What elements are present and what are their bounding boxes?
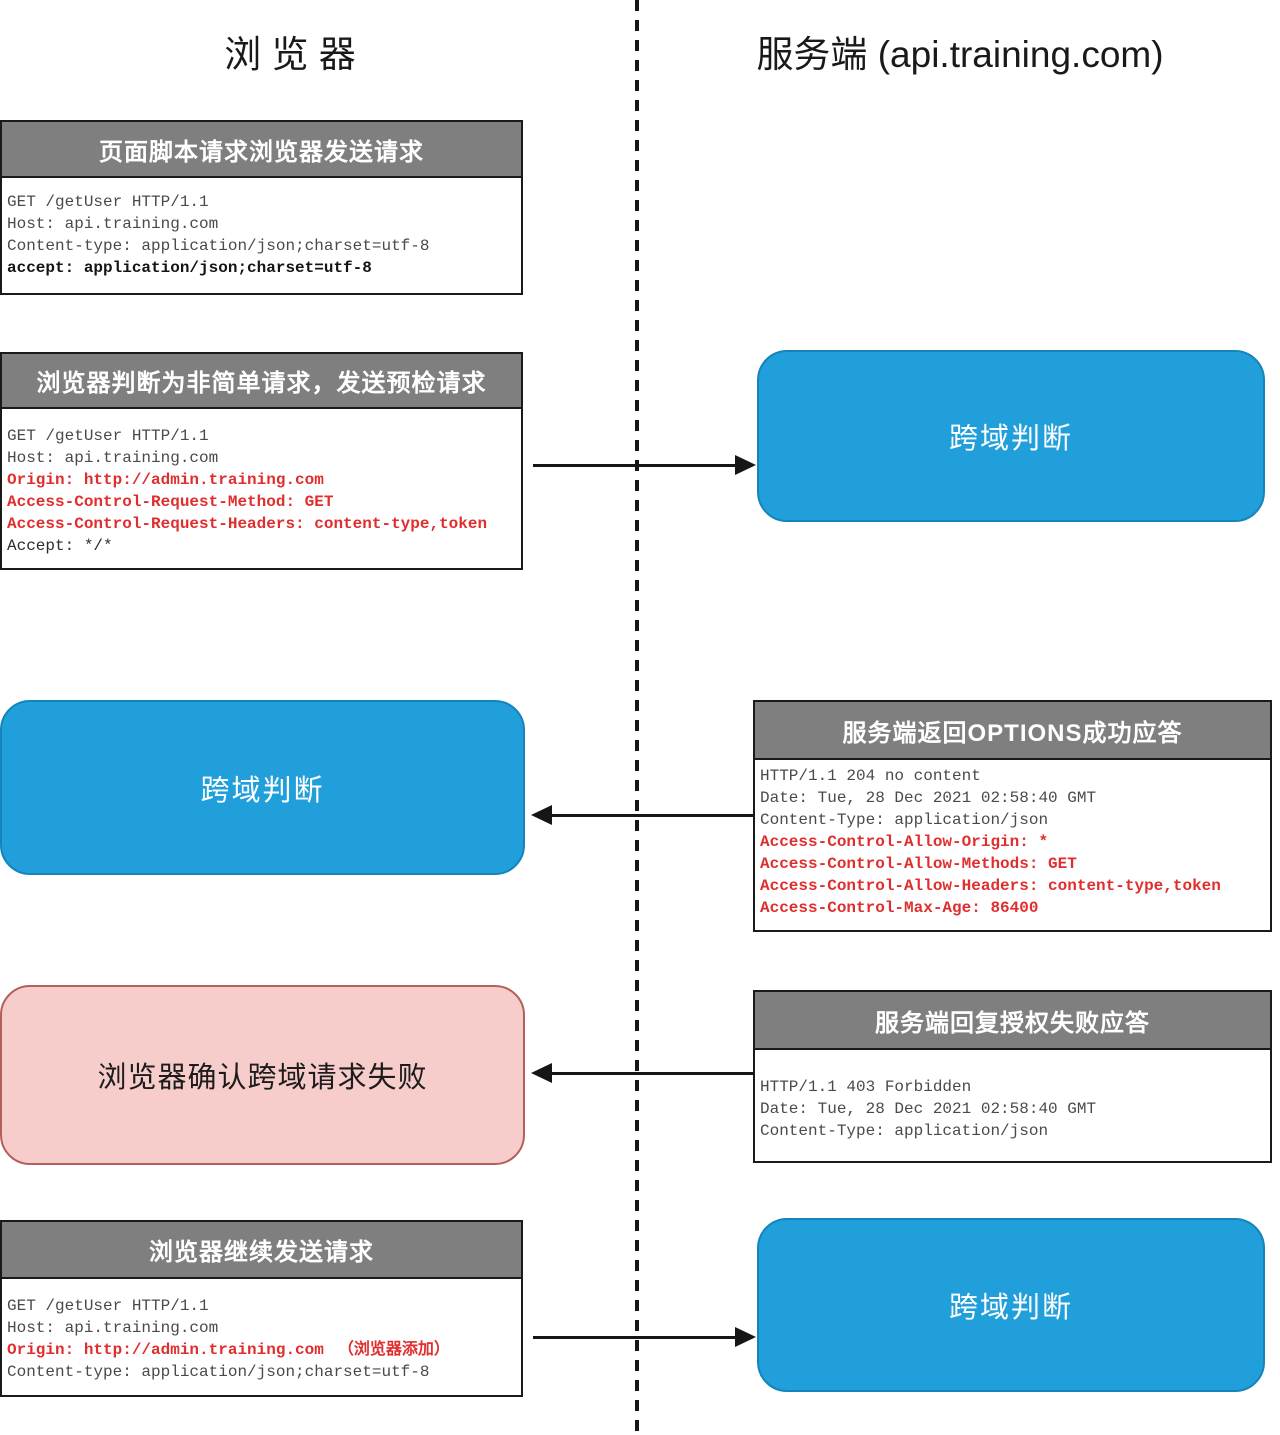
http-line: Accept: */*	[7, 537, 113, 555]
cross-domain-check-label: 跨域判断	[948, 1292, 1073, 1324]
box-header: 浏览器判断为非简单请求，发送预检请求	[2, 354, 521, 409]
http-line: Access-Control-Allow-Headers: content-ty…	[760, 877, 1221, 895]
http-line: Access-Control-Allow-Origin: *	[760, 833, 1049, 851]
cross-domain-check-label: 跨域判断	[200, 774, 325, 807]
message-box-continue-request: 浏览器继续发送请求 GET /getUser HTTP/1.1 Host: ap…	[0, 1220, 523, 1397]
http-line: GET /getUser HTTP/1.1	[7, 427, 209, 445]
box-title: 浏览器继续发送请求	[149, 1239, 374, 1266]
box-title: 服务端回复授权失败应答	[875, 1009, 1150, 1037]
http-line: Access-Control-Request-Headers: content-…	[7, 515, 488, 533]
http-line: Origin: http://admin.training.com	[7, 471, 324, 489]
browser-confirm-fail-label: 浏览器确认跨域请求失败	[97, 1062, 428, 1094]
browser-confirm-fail-box: 浏览器确认跨域请求失败	[0, 985, 525, 1165]
box-title: 服务端返回OPTIONS成功应答	[842, 719, 1183, 747]
arrow-preflight-to-server	[533, 464, 737, 467]
box-header: 服务端返回OPTIONS成功应答	[755, 702, 1270, 760]
http-line: HTTP/1.1 204 no content	[760, 767, 981, 785]
http-line: Host: api.training.com	[7, 1319, 219, 1337]
lifeline-divider	[635, 0, 639, 1435]
box-header: 服务端回复授权失败应答	[755, 992, 1270, 1050]
http-line: Content-Type: application/json	[760, 811, 1049, 829]
browser-cross-domain-check-box: 跨域判断	[0, 700, 525, 875]
arrow-continue-request-to-server	[533, 1336, 737, 1339]
message-box-forbidden-response: 服务端回复授权失败应答 HTTP/1.1 403 Forbidden Date:…	[753, 990, 1272, 1163]
http-line: Origin: http://admin.training.com（浏览器添加）	[7, 1341, 450, 1359]
message-box-preflight-request: 浏览器判断为非简单请求，发送预检请求 GET /getUser HTTP/1.1…	[0, 352, 523, 570]
http-line: Content-type: application/json;charset=u…	[7, 237, 430, 255]
http-line: GET /getUser HTTP/1.1	[7, 193, 209, 211]
message-box-options-response: 服务端返回OPTIONS成功应答 HTTP/1.1 204 no content…	[753, 700, 1272, 932]
arrow-forbidden-response-to-browser	[550, 1072, 753, 1075]
arrowhead-left-icon	[531, 1063, 552, 1083]
box-title: 页面脚本请求浏览器发送请求	[99, 138, 424, 166]
http-line: HTTP/1.1 403 Forbidden	[760, 1078, 972, 1096]
http-line: Content-Type: application/json	[760, 1122, 1049, 1140]
origin-added-note: （浏览器添加）	[337, 1341, 450, 1358]
message-box-page-script-request: 页面脚本请求浏览器发送请求 GET /getUser HTTP/1.1 Host…	[0, 120, 523, 295]
arrowhead-right-icon	[735, 455, 756, 475]
http-line: accept: application/json;charset=utf-8	[7, 259, 372, 277]
http-line: Access-Control-Max-Age: 86400	[760, 899, 1039, 917]
server-lane-title: 服务端 (api.training.com)	[756, 34, 1164, 75]
http-line: Host: api.training.com	[7, 449, 219, 467]
http-line: Access-Control-Request-Method: GET	[7, 493, 334, 511]
server-cross-domain-check-box-bottom: 跨域判断	[757, 1218, 1265, 1392]
box-header: 浏览器继续发送请求	[2, 1222, 521, 1279]
box-title: 浏览器判断为非简单请求，发送预检请求	[36, 370, 487, 397]
http-line: Host: api.training.com	[7, 215, 219, 233]
box-header: 页面脚本请求浏览器发送请求	[2, 122, 521, 178]
http-line: Access-Control-Allow-Methods: GET	[760, 855, 1077, 873]
browser-lane-title: 浏 览 器	[224, 34, 356, 75]
http-line: Content-type: application/json;charset=u…	[7, 1363, 430, 1381]
http-line: Date: Tue, 28 Dec 2021 02:58:40 GMT	[760, 789, 1097, 807]
arrowhead-left-icon	[531, 805, 552, 825]
http-line: Date: Tue, 28 Dec 2021 02:58:40 GMT	[760, 1100, 1097, 1118]
server-cross-domain-check-box: 跨域判断	[757, 350, 1265, 522]
http-line: GET /getUser HTTP/1.1	[7, 1297, 209, 1315]
cross-domain-check-label: 跨域判断	[948, 423, 1073, 455]
arrow-options-response-to-browser	[550, 814, 753, 817]
arrowhead-right-icon	[735, 1327, 756, 1347]
